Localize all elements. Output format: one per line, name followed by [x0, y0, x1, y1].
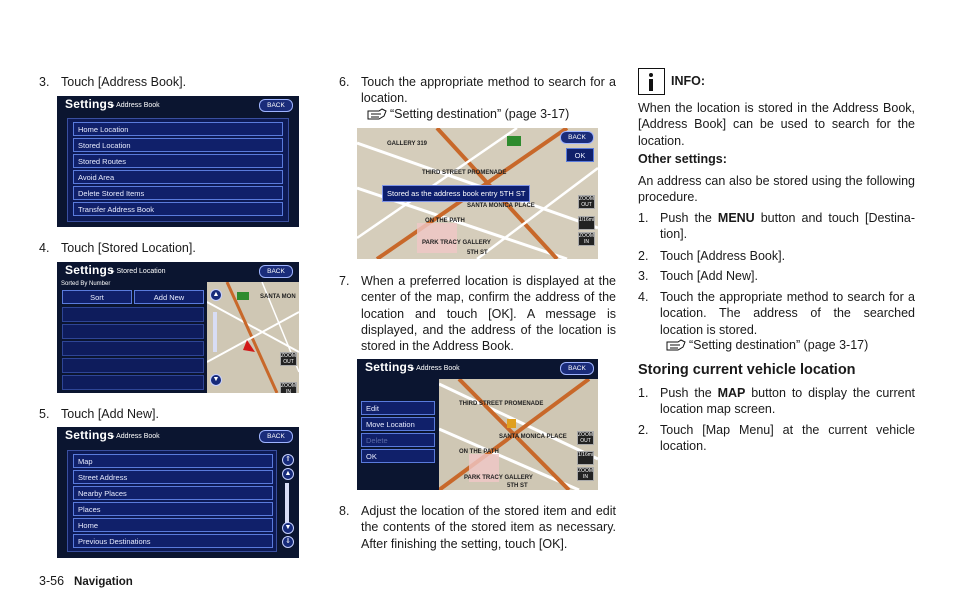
screenshot-move-location: Settings ▸ Address Book THIRD STREET PRO… — [357, 359, 598, 490]
step-6: 6. Touch the appropriate method to searc… — [339, 75, 616, 106]
step-8: 8. Adjust the location of the stored ite… — [339, 504, 616, 551]
scroll-down-icon[interactable]: ▼ — [282, 522, 294, 534]
step-3: 3. Touch [Address Book]. — [39, 75, 187, 89]
list-row[interactable] — [62, 358, 204, 373]
page-number: 3-56 — [39, 574, 65, 588]
menu-item-map[interactable]: Map — [73, 454, 273, 468]
scale-indicator: 1/16mi — [578, 216, 595, 230]
list-row[interactable] — [62, 307, 204, 322]
menu-item-stored-location[interactable]: Stored Location — [73, 138, 283, 152]
sort-button[interactable]: Sort — [62, 290, 132, 304]
back-button[interactable]: BACK — [560, 131, 594, 144]
back-button[interactable]: BACK — [259, 430, 293, 443]
move-location-button[interactable]: Move Location — [361, 417, 435, 431]
ok-button[interactable]: OK — [361, 449, 435, 463]
menu-item-home[interactable]: Home — [73, 518, 273, 532]
menu-item-avoid-area[interactable]: Avoid Area — [73, 170, 283, 184]
scroll-down-icon[interactable]: ▼ — [210, 374, 222, 386]
footer-section: Navigation — [74, 576, 133, 588]
other-step-3: 3. Touch [Add New]. — [638, 269, 758, 283]
scrollbar[interactable] — [285, 483, 289, 523]
screenshot-add-new: Settings ▸ Address Book BACK Map Street … — [57, 427, 299, 558]
zoom-in-button[interactable]: ZOOM IN — [578, 232, 595, 246]
other-settings-heading: Other settings: — [638, 152, 727, 166]
zoom-in-button[interactable]: ZOOM IN — [577, 467, 594, 481]
back-button[interactable]: BACK — [259, 99, 293, 112]
page-footer: 3-56 Navigation — [39, 574, 133, 588]
add-new-button[interactable]: Add New — [134, 290, 204, 304]
scale-indicator: 1/16mi — [577, 451, 594, 465]
map-preview: THIRD STREET PROMENADE SANTA MONICA PLAC… — [439, 379, 598, 490]
stored-message: Stored as the address book entry 5TH ST — [382, 185, 531, 202]
scrollbar[interactable] — [213, 312, 217, 352]
scroll-up-icon[interactable]: ▲ — [210, 289, 222, 301]
step-7: 7. When a preferred location is displaye… — [339, 274, 616, 354]
menu-item-nearby-places[interactable]: Nearby Places — [73, 486, 273, 500]
info-icon — [638, 68, 665, 95]
vehicle-step-2: 2. Touch [Map Menu] at the current vehic… — [638, 423, 915, 454]
back-button[interactable]: BACK — [259, 265, 293, 278]
other-step-1: 1. Push the MENU button and touch [Desti… — [638, 211, 915, 242]
screenshot-stored-location: Settings ▸ Stored Location BACK SANTA MO… — [57, 262, 299, 393]
page-reference[interactable]: “Setting destination” (page 3-17) — [367, 107, 569, 121]
vehicle-step-1: 1. Push the MAP button to display the cu… — [638, 386, 915, 417]
screenshot-map-stored: GALLERY 319 THIRD STREET PROMENADE SANTA… — [357, 128, 598, 259]
menu-item-places[interactable]: Places — [73, 502, 273, 516]
menu-item-transfer-address-book[interactable]: Transfer Address Book — [73, 202, 283, 216]
vehicle-icon — [243, 340, 255, 352]
edit-button[interactable]: Edit — [361, 401, 435, 415]
menu-item-street-address[interactable]: Street Address — [73, 470, 273, 484]
screenshot-address-book: Settings ▸ Address Book BACK Home Locati… — [57, 96, 299, 227]
zoom-in-button[interactable]: ZOOM IN — [280, 382, 297, 393]
other-settings-text: An address can also be stored using the … — [638, 174, 915, 205]
zoom-out-button[interactable]: ZOOM OUT — [577, 431, 594, 445]
page-up-icon[interactable]: ⇑ — [282, 454, 294, 466]
delete-button[interactable]: Delete — [361, 433, 435, 447]
menu-item-previous-destinations[interactable]: Previous Destinations — [73, 534, 273, 548]
info-text: When the location is stored in the Addre… — [638, 101, 915, 148]
list-row[interactable] — [62, 341, 204, 356]
section-heading: Storing current vehicle location — [638, 362, 856, 378]
other-step-4: 4. Touch the appropriate method to searc… — [638, 290, 915, 337]
screen-header: Settings ▸ Address Book BACK — [57, 96, 299, 116]
list-row[interactable] — [62, 375, 204, 390]
zoom-out-button[interactable]: ZOOM OUT — [578, 195, 595, 209]
step-4: 4. Touch [Stored Location]. — [39, 241, 196, 255]
map-preview: SANTA MON ZOOM OUT ZOOM IN — [207, 282, 299, 393]
zoom-out-button[interactable]: ZOOM OUT — [280, 352, 297, 366]
scroll-up-icon[interactable]: ▲ — [282, 468, 294, 480]
page-reference[interactable]: “Setting destination” (page 3-17) — [666, 338, 868, 352]
menu-item-home-location[interactable]: Home Location — [73, 122, 283, 136]
step-5: 5. Touch [Add New]. — [39, 407, 159, 421]
back-button[interactable]: BACK — [560, 362, 594, 375]
ok-button[interactable]: OK — [566, 148, 594, 162]
pointing-hand-icon — [367, 108, 387, 120]
pointing-hand-icon — [666, 339, 686, 351]
list-row[interactable] — [62, 324, 204, 339]
page-down-icon[interactable]: ⇓ — [282, 536, 294, 548]
menu-item-delete-stored-items[interactable]: Delete Stored Items — [73, 186, 283, 200]
other-step-2: 2. Touch [Address Book]. — [638, 249, 786, 263]
menu-item-stored-routes[interactable]: Stored Routes — [73, 154, 283, 168]
